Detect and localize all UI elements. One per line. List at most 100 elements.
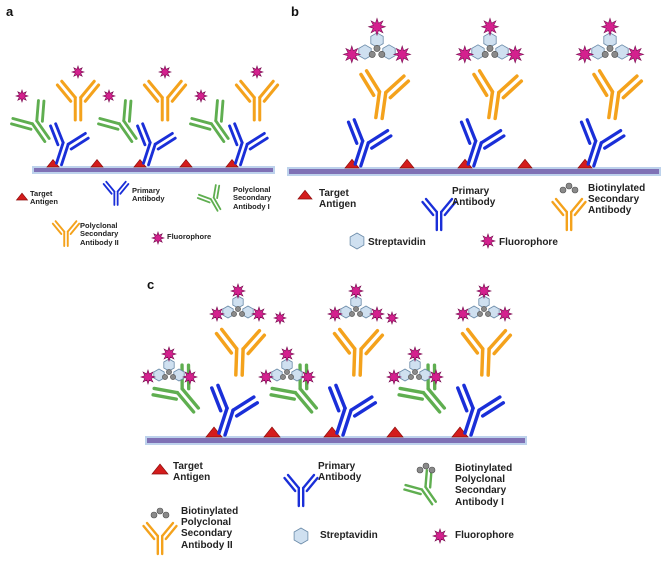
antibody-stem (480, 347, 485, 377)
antibody-stem (175, 390, 196, 414)
legend-line: Target (173, 461, 203, 472)
primary-antibody (49, 122, 90, 167)
legend-line: Primary (452, 186, 490, 197)
legend-primary-antibody-icon (283, 473, 319, 508)
fluorophore (71, 65, 85, 79)
biotin (357, 311, 363, 317)
antibody-stem (486, 347, 491, 377)
antibody-arm-left (228, 124, 239, 147)
panel-b-legend-streptavidin: Streptavidin (368, 237, 426, 248)
antibody-arm-left (233, 122, 244, 145)
biotinylated-secondary-antibody (472, 69, 524, 121)
antibody-arm-left (585, 118, 598, 143)
antibody-arm-left (332, 331, 352, 355)
fluorophore (250, 65, 264, 79)
biotin (166, 369, 172, 375)
legend-polyclonal-i-icon (196, 184, 222, 212)
legend-biotinylated-polyclonal-i-icon (403, 468, 438, 506)
legend-line: Secondary (455, 485, 507, 497)
streptavidin (173, 368, 185, 382)
antibody-stem (487, 89, 495, 120)
antibody-arm-right (258, 79, 275, 99)
antibody-stem (212, 196, 222, 211)
antibody-arm-right (231, 395, 256, 412)
antibody-stem (335, 406, 347, 435)
antibody-arm-left (216, 383, 229, 410)
antibody-stem (209, 198, 219, 212)
target-antigen (399, 158, 415, 169)
panel-c-legend-icons (142, 462, 448, 556)
legend-line: Polyclonal (233, 185, 271, 194)
antibody-arm-right (352, 401, 378, 418)
antibody-arm-left (477, 69, 495, 94)
fluorophore (273, 311, 287, 325)
antibody-arm-left (270, 386, 298, 395)
target-antigen (517, 158, 533, 169)
antibody-arm-right (66, 132, 87, 146)
streptavidin-complex (575, 17, 645, 64)
streptavidin (468, 305, 480, 319)
legend-line: Polyclonal (80, 221, 118, 230)
legend-biotin-icon (422, 462, 430, 470)
streptavidin (615, 44, 629, 60)
biotin (611, 50, 619, 58)
antibody-arm-right (212, 184, 217, 199)
fluorophore (407, 346, 423, 362)
antibody-arm-left (102, 183, 113, 195)
panel-a-legend-fluorophore: Fluorophore (167, 232, 212, 241)
antibody-arm-left (142, 83, 160, 103)
panel-a-legend-icons (15, 180, 222, 247)
antibody-arm-right (127, 99, 133, 123)
panel-a-legend-polyclonal-secondary-ii: Polyclonal Secondary Antibody II (80, 221, 119, 247)
antibody-arm-left (141, 122, 152, 145)
fluorophore (476, 283, 492, 299)
polyclonal-secondary-antibody-ii (234, 79, 280, 122)
legend-antigen-icon (15, 192, 29, 201)
biotinylated-polyclonal-secondary-antibody-ii (214, 327, 267, 377)
antibody-arm-right (480, 401, 506, 418)
antibody-arm-right (443, 200, 457, 217)
antibody-arm-right (349, 395, 374, 412)
antibody-arm-right (570, 197, 584, 214)
biotin (288, 374, 294, 380)
panel-b-surface (287, 167, 661, 176)
antibody-arm-left (403, 488, 422, 496)
panel-c (140, 283, 527, 556)
antibody-stem (426, 387, 447, 410)
antibody-stem (472, 141, 483, 168)
antibody-arm-right (302, 473, 316, 490)
fluorophore (505, 45, 525, 64)
antibody-arm-right (440, 197, 454, 214)
antibody-arm-left (198, 193, 212, 201)
antibody-stem (421, 390, 442, 414)
streptavidin-complex (386, 346, 444, 385)
antibody-arm-right (245, 132, 266, 146)
legend-line: Antibody (318, 472, 362, 484)
fluorophore (230, 283, 246, 299)
antibody-arm-right (166, 79, 183, 99)
primary-antibody (456, 383, 506, 437)
legend-line: Antibody (588, 205, 632, 217)
legend-line: Antibody I (455, 496, 504, 508)
target-antigen (263, 426, 281, 438)
panel-c-legend-streptavidin: Streptavidin (320, 530, 378, 541)
antibody-arm-left (10, 122, 33, 131)
antibody-arm-right (497, 74, 519, 95)
biotinylated-secondary-antibody (359, 69, 411, 121)
antibody-arm-left (397, 393, 424, 401)
antibody-stem (234, 141, 244, 165)
antibody-arm-right (388, 79, 411, 100)
fluorophore (140, 369, 156, 385)
biotin (373, 44, 381, 52)
antibody-arm-left (54, 220, 66, 233)
antibody-arm-left (328, 386, 341, 413)
panel-c-letter: c (147, 277, 155, 292)
panel-c-legend-target-antigen: Target Antigen (173, 461, 210, 483)
biotin (349, 311, 355, 317)
primary-antibody (459, 118, 506, 168)
target-antigen (179, 158, 193, 168)
fluorophore (497, 306, 513, 322)
antibody-arm-right (501, 79, 524, 100)
antibody-arm-right (248, 136, 269, 151)
